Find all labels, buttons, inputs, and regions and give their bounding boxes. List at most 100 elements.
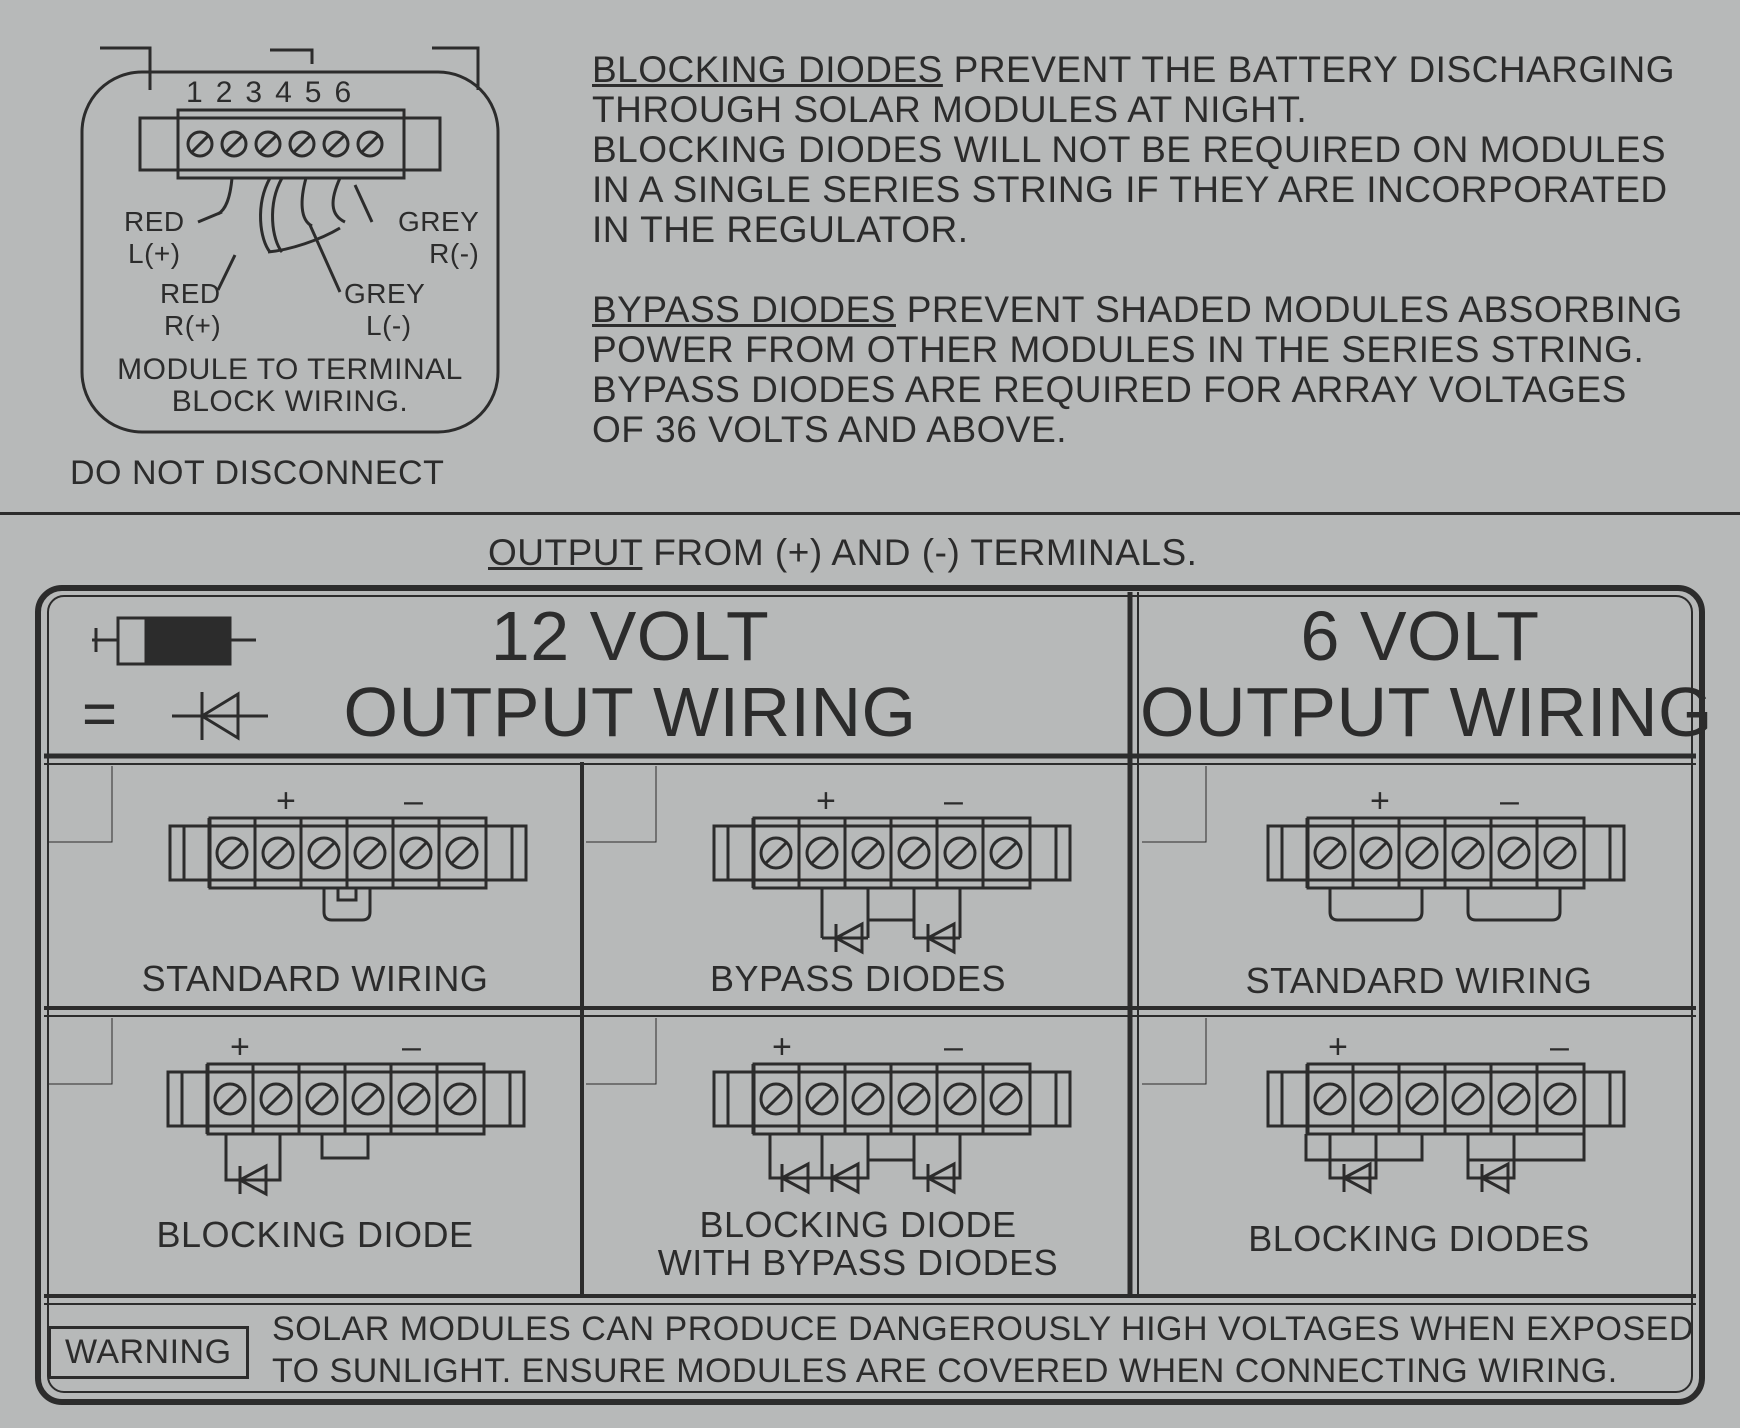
screw-slot xyxy=(1502,1087,1526,1111)
plus-mark: + xyxy=(230,1028,251,1066)
terminal-screw-icon xyxy=(254,130,282,158)
screw-slot xyxy=(1456,841,1480,865)
diode-triangle xyxy=(778,1161,810,1195)
terminal-screw-icon xyxy=(445,836,479,870)
section-voltage: 6 VOLT xyxy=(1300,597,1540,675)
bypass-link xyxy=(912,888,962,940)
diode-triangle xyxy=(828,1161,860,1195)
screw-slot xyxy=(1318,1087,1342,1111)
screw-slot xyxy=(1502,841,1526,865)
screw-slot xyxy=(1318,841,1342,865)
info-line: IN THE REGULATOR. xyxy=(592,209,969,250)
screw-slot xyxy=(292,134,312,154)
terminal-screw-icon xyxy=(1451,1082,1485,1116)
bypass-link xyxy=(820,888,870,940)
wire-polarity: R(+) xyxy=(164,310,222,341)
terminal-number: 4 xyxy=(275,76,305,109)
blocking-diodes-heading: BLOCKING DIODES xyxy=(592,49,943,90)
terminal-number: 3 xyxy=(245,76,276,109)
screw-slot xyxy=(448,1087,472,1111)
terminal-screw-icon xyxy=(322,130,350,158)
terminal-screw-icon xyxy=(1405,1082,1439,1116)
wire-label-red-left: RED L(+) xyxy=(124,206,185,270)
section-title: OUTPUT WIRING xyxy=(343,673,917,751)
screw-slot xyxy=(258,134,278,154)
info-line: BLOCKING DIODES WILL NOT BE REQUIRED ON … xyxy=(592,129,1667,170)
screw-slot xyxy=(310,1087,334,1111)
blocking-link xyxy=(224,1134,282,1182)
terminal-screw-icon xyxy=(305,1082,339,1116)
screw-slot xyxy=(902,1087,926,1111)
screw-slot xyxy=(994,841,1018,865)
plus-mark: + xyxy=(816,782,837,820)
jumper-link xyxy=(1304,1134,1424,1162)
diode-triangle xyxy=(1478,1161,1510,1195)
info-line: PREVENT THE BATTERY DISCHARGING xyxy=(942,49,1676,90)
twelve-volt-header: 12 VOLT OUTPUT WIRING xyxy=(300,598,960,750)
info-line: PREVENT SHADED MODULES ABSORBING xyxy=(895,289,1683,330)
screw-slot xyxy=(402,1087,426,1111)
jumper-link xyxy=(320,1134,370,1160)
diode-icon xyxy=(832,921,864,955)
screw-slot xyxy=(312,841,336,865)
terminal-screw-icon xyxy=(399,836,433,870)
terminal-screw-icon xyxy=(1359,836,1393,870)
plus-mark: + xyxy=(1328,1028,1349,1066)
screw-slot xyxy=(856,1087,880,1111)
diode-icon xyxy=(1340,1161,1372,1195)
plus-mark: + xyxy=(772,1028,793,1066)
terminal-screw-icon xyxy=(943,836,977,870)
warning-line: TO SUNLIGHT. ENSURE MODULES ARE COVERED … xyxy=(272,1352,1618,1390)
terminal-screw-icon xyxy=(307,836,341,870)
terminal-block xyxy=(752,1062,1032,1136)
minus-mark: – xyxy=(1500,782,1520,820)
diode-icon xyxy=(924,1161,956,1195)
terminal-screw-icon xyxy=(897,1082,931,1116)
info-line: THROUGH SOLAR MODULES AT NIGHT. xyxy=(592,89,1308,130)
panel-label-12v-blocking: BLOCKING DIODE xyxy=(156,1214,474,1255)
diode-triangle xyxy=(236,1163,268,1197)
info-line: BYPASS DIODES ARE REQUIRED FOR ARRAY VOL… xyxy=(592,369,1627,410)
terminal-block xyxy=(206,1062,486,1136)
terminal-screw-icon xyxy=(1359,1082,1393,1116)
jumper-link xyxy=(1328,888,1424,922)
diode-icon xyxy=(924,921,956,955)
screw-slot xyxy=(1410,841,1434,865)
terminal-bar xyxy=(166,1070,526,1128)
screw-slot xyxy=(1364,841,1388,865)
screw-slot xyxy=(902,841,926,865)
output-heading-keyword: OUTPUT xyxy=(488,532,643,573)
terminal-screw-icon xyxy=(215,836,249,870)
terminal-number-row: 123456 xyxy=(186,76,364,110)
wire-label-grey-left: GREY L(-) xyxy=(344,278,425,342)
minus-mark: – xyxy=(402,1028,422,1066)
terminal-screw-icon xyxy=(805,836,839,870)
screw-slot xyxy=(264,1087,288,1111)
terminal-screw-icon xyxy=(443,1082,477,1116)
jumper-link xyxy=(866,888,916,922)
screw-slot xyxy=(404,841,428,865)
warning-line: SOLAR MODULES CAN PRODUCE DANGEROUSLY HI… xyxy=(272,1310,1694,1348)
terminal-bar xyxy=(168,824,528,882)
legend-equals-sign: = xyxy=(82,680,118,747)
screw-slot xyxy=(948,841,972,865)
section-title: OUTPUT WIRING xyxy=(1140,673,1713,751)
warning-tag: WARNING xyxy=(48,1326,249,1379)
screw-slot xyxy=(764,841,788,865)
screw-slot xyxy=(1548,841,1572,865)
wire-polarity: L(-) xyxy=(366,310,412,341)
screw-slot xyxy=(1364,1087,1388,1111)
terminal-screw-icon xyxy=(989,836,1023,870)
info-line: IN A SINGLE SERIES STRING IF THEY ARE IN… xyxy=(592,169,1668,210)
terminal-screw-icon xyxy=(1313,1082,1347,1116)
minus-mark: – xyxy=(404,782,424,820)
terminal-number: 5 xyxy=(304,76,335,109)
section-voltage: 12 VOLT xyxy=(490,597,770,675)
terminal-screw-icon xyxy=(1405,836,1439,870)
wire-color: GREY xyxy=(398,206,480,237)
terminal-screw-icon xyxy=(897,836,931,870)
diode-triangle xyxy=(832,921,864,955)
terminal-screw-icon xyxy=(851,836,885,870)
terminal-number: 1 xyxy=(186,76,216,109)
terminal-bar xyxy=(712,824,1072,882)
